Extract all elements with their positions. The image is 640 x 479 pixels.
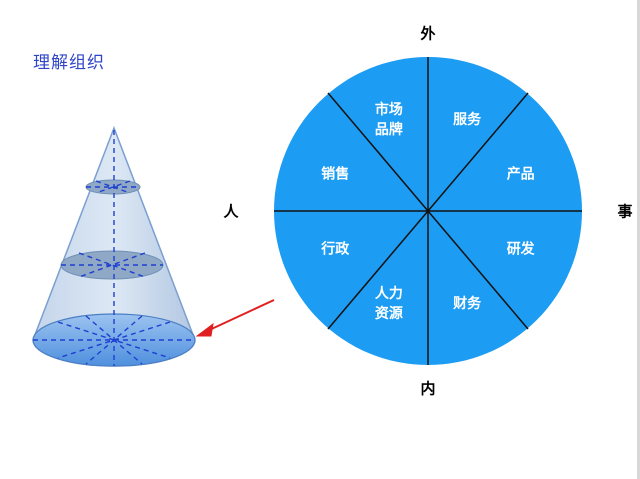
axis-label-right: 事 (617, 202, 633, 221)
wheel-dividers (274, 57, 582, 365)
wheel-segment-label: 财务 (452, 295, 482, 312)
wheel-segment-label: 人力 (375, 285, 403, 302)
page-title: 理解组织 (33, 53, 105, 73)
page-right-border (637, 0, 640, 479)
red-arrow-icon (195, 299, 275, 337)
wheel-segment-label: 市场 (375, 101, 403, 118)
wheel-segment-label: 行政 (320, 241, 350, 258)
axis-label-bottom: 内 (420, 379, 436, 398)
wheel-segment-label: 产品 (507, 166, 535, 183)
wheel-segment-label: 服务 (453, 111, 482, 128)
wheel-segment-label: 研发 (507, 241, 536, 258)
axis-label-left: 人 (223, 202, 239, 221)
axis-label-top: 外 (420, 24, 436, 43)
wheel-segment-label: 销售 (321, 166, 349, 183)
wheel-segment-label: 资源 (375, 305, 403, 322)
cone-dashed-lines (33, 130, 195, 366)
wheel-segment-label: 品牌 (375, 121, 403, 138)
